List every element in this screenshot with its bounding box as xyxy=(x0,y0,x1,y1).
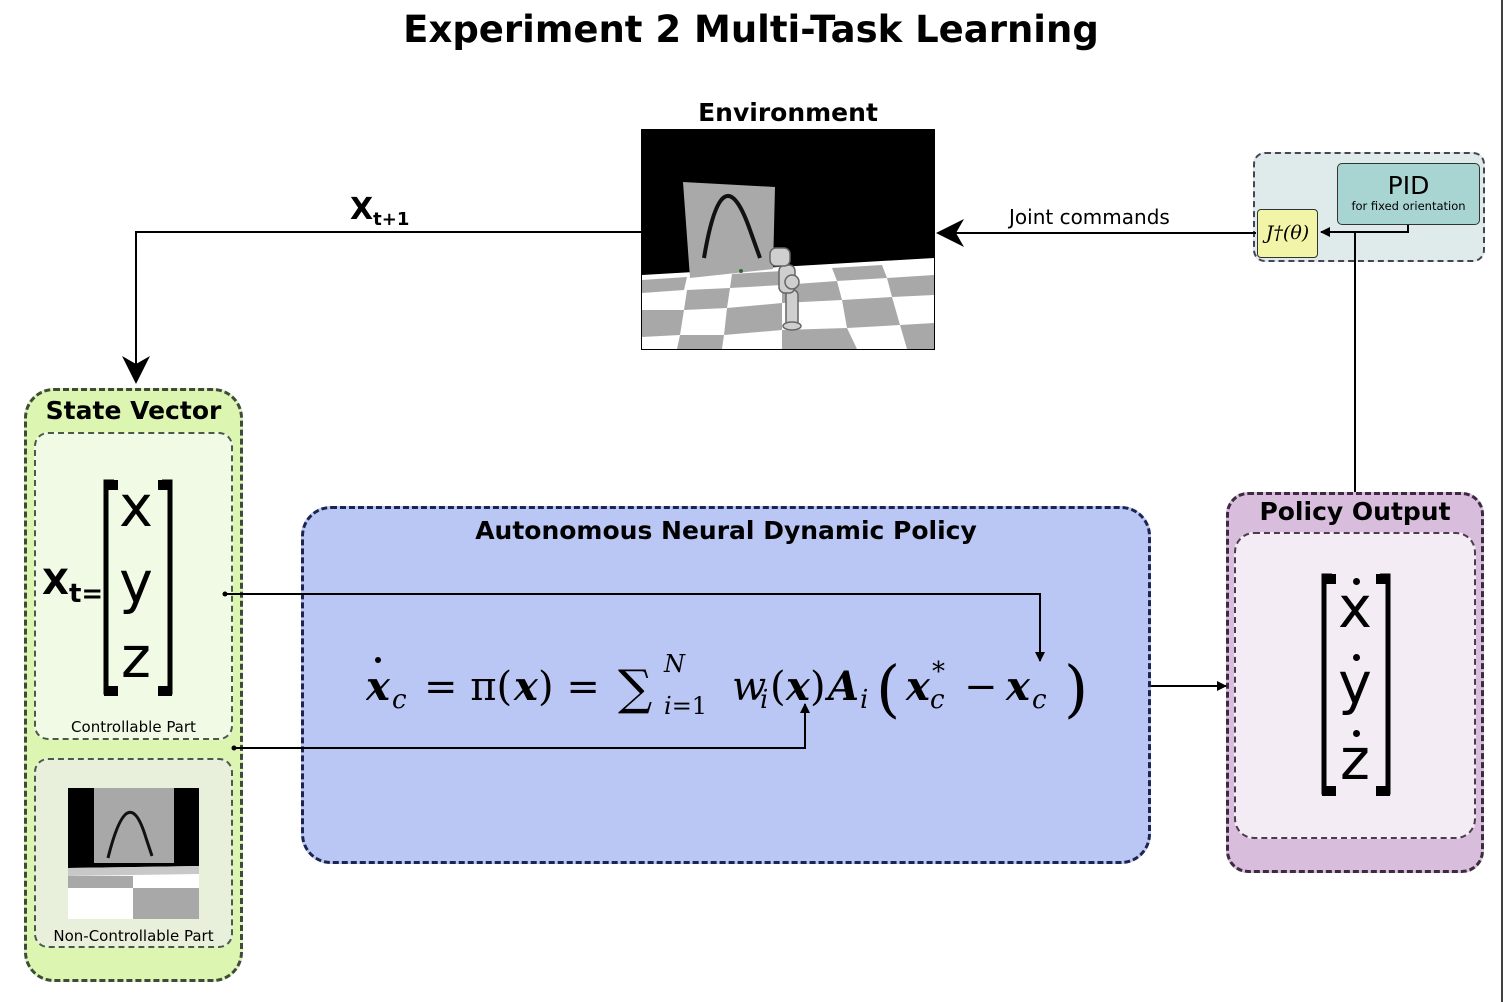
svg-text:i: i xyxy=(760,685,768,715)
feedback-arrow xyxy=(122,231,641,384)
svg-text:x: x xyxy=(905,663,931,710)
jacobian-box: J†(θ) xyxy=(1257,209,1318,258)
output-var-z-dot: z xyxy=(1340,727,1370,793)
controllable-part-box xyxy=(34,432,233,740)
policy-output-title: Policy Output xyxy=(1259,497,1451,526)
svg-text:) =: ) = xyxy=(538,664,600,710)
svg-text:−: − xyxy=(964,664,998,710)
svg-text:c: c xyxy=(1032,685,1047,715)
output-var-y-dot: y xyxy=(1338,651,1372,717)
svg-text:c: c xyxy=(930,685,945,715)
svg-text:= π(: = π( xyxy=(424,664,512,710)
pid-to-jacobian-arrow xyxy=(1320,225,1409,237)
svg-text:x: x xyxy=(1005,663,1031,710)
non-controllable-part-label: Non-Controllable Part xyxy=(53,927,214,945)
svg-text:i=1: i=1 xyxy=(664,692,707,720)
svg-text:(: ( xyxy=(770,664,786,710)
svg-text:(: ( xyxy=(876,652,900,725)
svg-text:x: x xyxy=(785,663,811,710)
controllable-to-policy-arrow xyxy=(225,593,1045,662)
svg-text:∑: ∑ xyxy=(618,660,652,716)
svg-text:x: x xyxy=(366,663,391,710)
environment-title: Environment xyxy=(698,98,878,127)
pid-title: PID xyxy=(1387,171,1430,200)
state-xt-label: Xt= xyxy=(42,563,104,609)
policy-title: Autonomous Neural Dynamic Policy xyxy=(475,516,977,545)
environment-scene xyxy=(642,130,934,349)
diagram-title: Experiment 2 Multi-Task Learning xyxy=(403,8,1099,51)
state-vector-brackets xyxy=(103,479,173,696)
svg-text:w: w xyxy=(732,664,766,710)
state-var-y: y xyxy=(119,550,153,616)
noncontrollable-to-policy-arrow xyxy=(234,703,810,749)
policy-equation: x c = π( x ) = ∑ N i=1 w i ( x ) A i ( x… xyxy=(366,650,1088,725)
svg-text:c: c xyxy=(392,685,407,715)
pid-subtitle: for fixed orientation xyxy=(1351,199,1466,213)
policy-output-brackets xyxy=(1321,573,1391,796)
policy-panel xyxy=(301,506,1151,864)
next-state-label: Xt+1 xyxy=(350,192,410,230)
svg-text:*: * xyxy=(932,657,945,687)
state-vector-title: State Vector xyxy=(45,396,222,425)
svg-text:A: A xyxy=(824,663,859,710)
camera-thumbnail xyxy=(68,788,199,919)
state-var-z: z xyxy=(121,625,151,691)
svg-text:x: x xyxy=(513,663,539,710)
svg-text:): ) xyxy=(1064,652,1088,725)
pid-controller-box: PID for fixed orientation xyxy=(1337,163,1480,225)
output-var-x-dot: x xyxy=(1338,575,1372,641)
svg-text:N: N xyxy=(663,650,686,678)
controllable-part-label: Controllable Part xyxy=(71,718,196,736)
svg-text:i: i xyxy=(860,685,868,715)
svg-text:): ) xyxy=(810,664,826,710)
environment-render xyxy=(641,129,935,350)
state-var-x: x xyxy=(119,474,153,540)
joint-commands-label: Joint commands xyxy=(1009,205,1170,229)
